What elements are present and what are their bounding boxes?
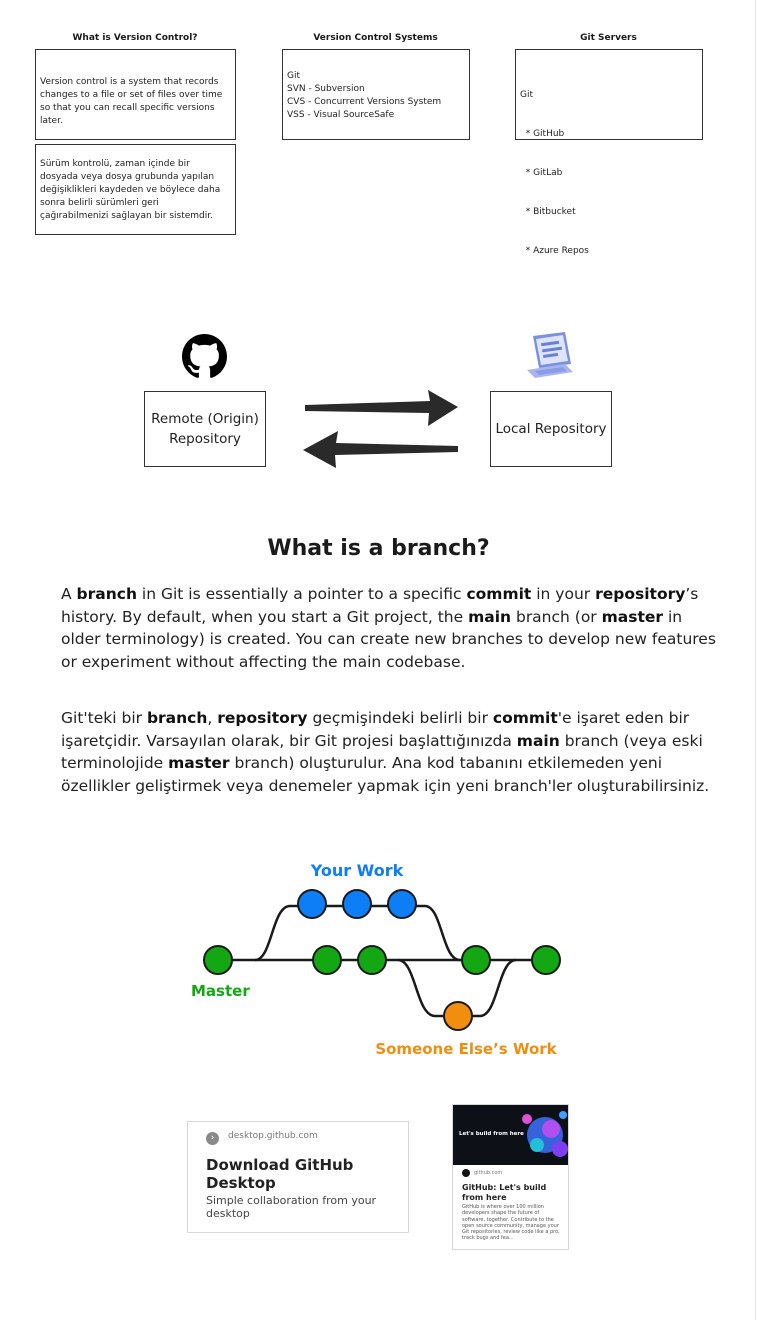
- remote-repository-label: Remote (Origin) Repository: [151, 411, 259, 447]
- commit-node: [387, 889, 417, 919]
- branch-heading: What is a branch?: [267, 536, 490, 561]
- bold-run: main: [468, 607, 512, 626]
- text-run: branch (or: [511, 607, 602, 626]
- vcs-item: CVS - Concurrent Versions System: [287, 97, 442, 107]
- master-commits: [203, 945, 561, 975]
- commit-node: [531, 945, 561, 975]
- version-control-en-card[interactable]: Version control is a system that records…: [35, 49, 236, 140]
- text-run: 'e işaret eden bir işaretçidir. Varsayıl…: [61, 709, 690, 750]
- commit-node: [342, 889, 372, 919]
- pull-arrow[interactable]: [298, 428, 463, 470]
- section-title-vcs: Version Control Systems: [313, 33, 438, 43]
- bold-run: main: [516, 731, 560, 750]
- card-title: Download GitHub Desktop: [206, 1156, 354, 1192]
- text-run: ,: [207, 709, 218, 727]
- commit-node: [312, 945, 342, 975]
- bold-run: repository: [217, 709, 308, 727]
- commit-node: [203, 945, 233, 975]
- text-run: in Git is essentially a pointer to a spe…: [137, 585, 467, 603]
- github-octocat-icon: [182, 334, 227, 378]
- bold-run: commit: [492, 709, 558, 727]
- master-label: Master: [191, 982, 250, 1000]
- bold-run: commit: [466, 585, 532, 603]
- commit-node: [357, 945, 387, 975]
- section-title-git-servers: Git Servers: [580, 33, 637, 43]
- card-title: GitHub: Let's build from here: [462, 1183, 547, 1202]
- bold-run: branch: [76, 585, 137, 603]
- text-run: in your: [531, 585, 596, 603]
- bold-run: master: [168, 754, 230, 772]
- bold-run: branch: [146, 709, 208, 727]
- version-control-tr-text: Sürüm kontrolü, zaman içinde bir dosyada…: [40, 159, 221, 221]
- card-description: GitHub is where over 100 million develop…: [462, 1204, 560, 1242]
- card-domain: github.com: [474, 1170, 503, 1176]
- local-repository-node[interactable]: Local Repository: [490, 391, 612, 467]
- server-item: * GitLab: [520, 168, 563, 178]
- text-run: Git'teki bir: [61, 709, 147, 727]
- github-link-card[interactable]: Let's build from here github.com GitHub:…: [452, 1104, 569, 1250]
- git-servers-card[interactable]: Git * GitHub * GitLab * Bitbucket * Azur…: [515, 49, 703, 256]
- text-run: A: [61, 585, 77, 603]
- laptop-icon: [527, 332, 573, 378]
- commit-node: [297, 889, 327, 919]
- someone-label: Someone Else’s Work: [375, 1040, 557, 1058]
- card-domain: desktop.github.com: [228, 1131, 318, 1141]
- branch-paragraph-en: A branch in Git is essentially a pointer…: [61, 583, 726, 673]
- commit-node: [461, 945, 491, 975]
- version-control-tr-card[interactable]: Sürüm kontrolü, zaman içinde bir dosyada…: [35, 144, 236, 235]
- link-icon: ›: [206, 1132, 219, 1145]
- bold-run: master: [601, 607, 664, 626]
- github-desktop-link-card[interactable]: › desktop.github.com Download GitHub Des…: [187, 1121, 409, 1233]
- banner-art: [522, 1111, 568, 1157]
- text-run: branch (veya eski terminolojide: [61, 731, 703, 773]
- version-control-en-text: Version control is a system that records…: [40, 77, 223, 126]
- card-banner: Let's build from here: [453, 1105, 568, 1165]
- server-item: * GitHub: [520, 129, 565, 139]
- text-run: ’s history. By default, when you start a…: [61, 585, 699, 626]
- git-branch-graph: Your Work Master Someone Else’s Work: [191, 861, 561, 1058]
- vcs-item: SVN - Subversion: [287, 84, 365, 94]
- vcs-item: Git: [287, 71, 301, 81]
- text-run: in older terminology) is created. You ca…: [61, 607, 716, 671]
- local-repository-label: Local Repository: [495, 421, 607, 437]
- remote-repository-node[interactable]: Remote (Origin) Repository: [144, 391, 266, 467]
- text-run: geçmişindeki belirli bir: [307, 709, 493, 727]
- section-title-version-control: What is Version Control?: [72, 33, 198, 43]
- github-small-icon: [462, 1169, 470, 1177]
- server-item: * Bitbucket: [520, 207, 576, 217]
- your-work-label: Your Work: [310, 861, 404, 880]
- server-item: Git: [520, 90, 534, 100]
- server-item: * Azure Repos: [520, 246, 589, 256]
- push-arrow[interactable]: [300, 388, 465, 428]
- someone-commit-node: [443, 1001, 473, 1031]
- text-run: branch) oluşturulur. Ana kod tabanını et…: [61, 754, 710, 795]
- card-description: Simple collaboration from your desktop: [206, 1194, 377, 1220]
- bold-run: repository: [595, 585, 686, 603]
- banner-text: Let's build from here: [459, 1131, 524, 1137]
- branch-paragraph-tr: Git'teki bir branch, repository geçmişin…: [61, 707, 726, 797]
- your-work-commits: [297, 889, 417, 919]
- vcs-item: VSS - Visual SourceSafe: [287, 110, 395, 120]
- vcs-list-card[interactable]: Git SVN - Subversion CVS - Concurrent Ve…: [282, 49, 470, 140]
